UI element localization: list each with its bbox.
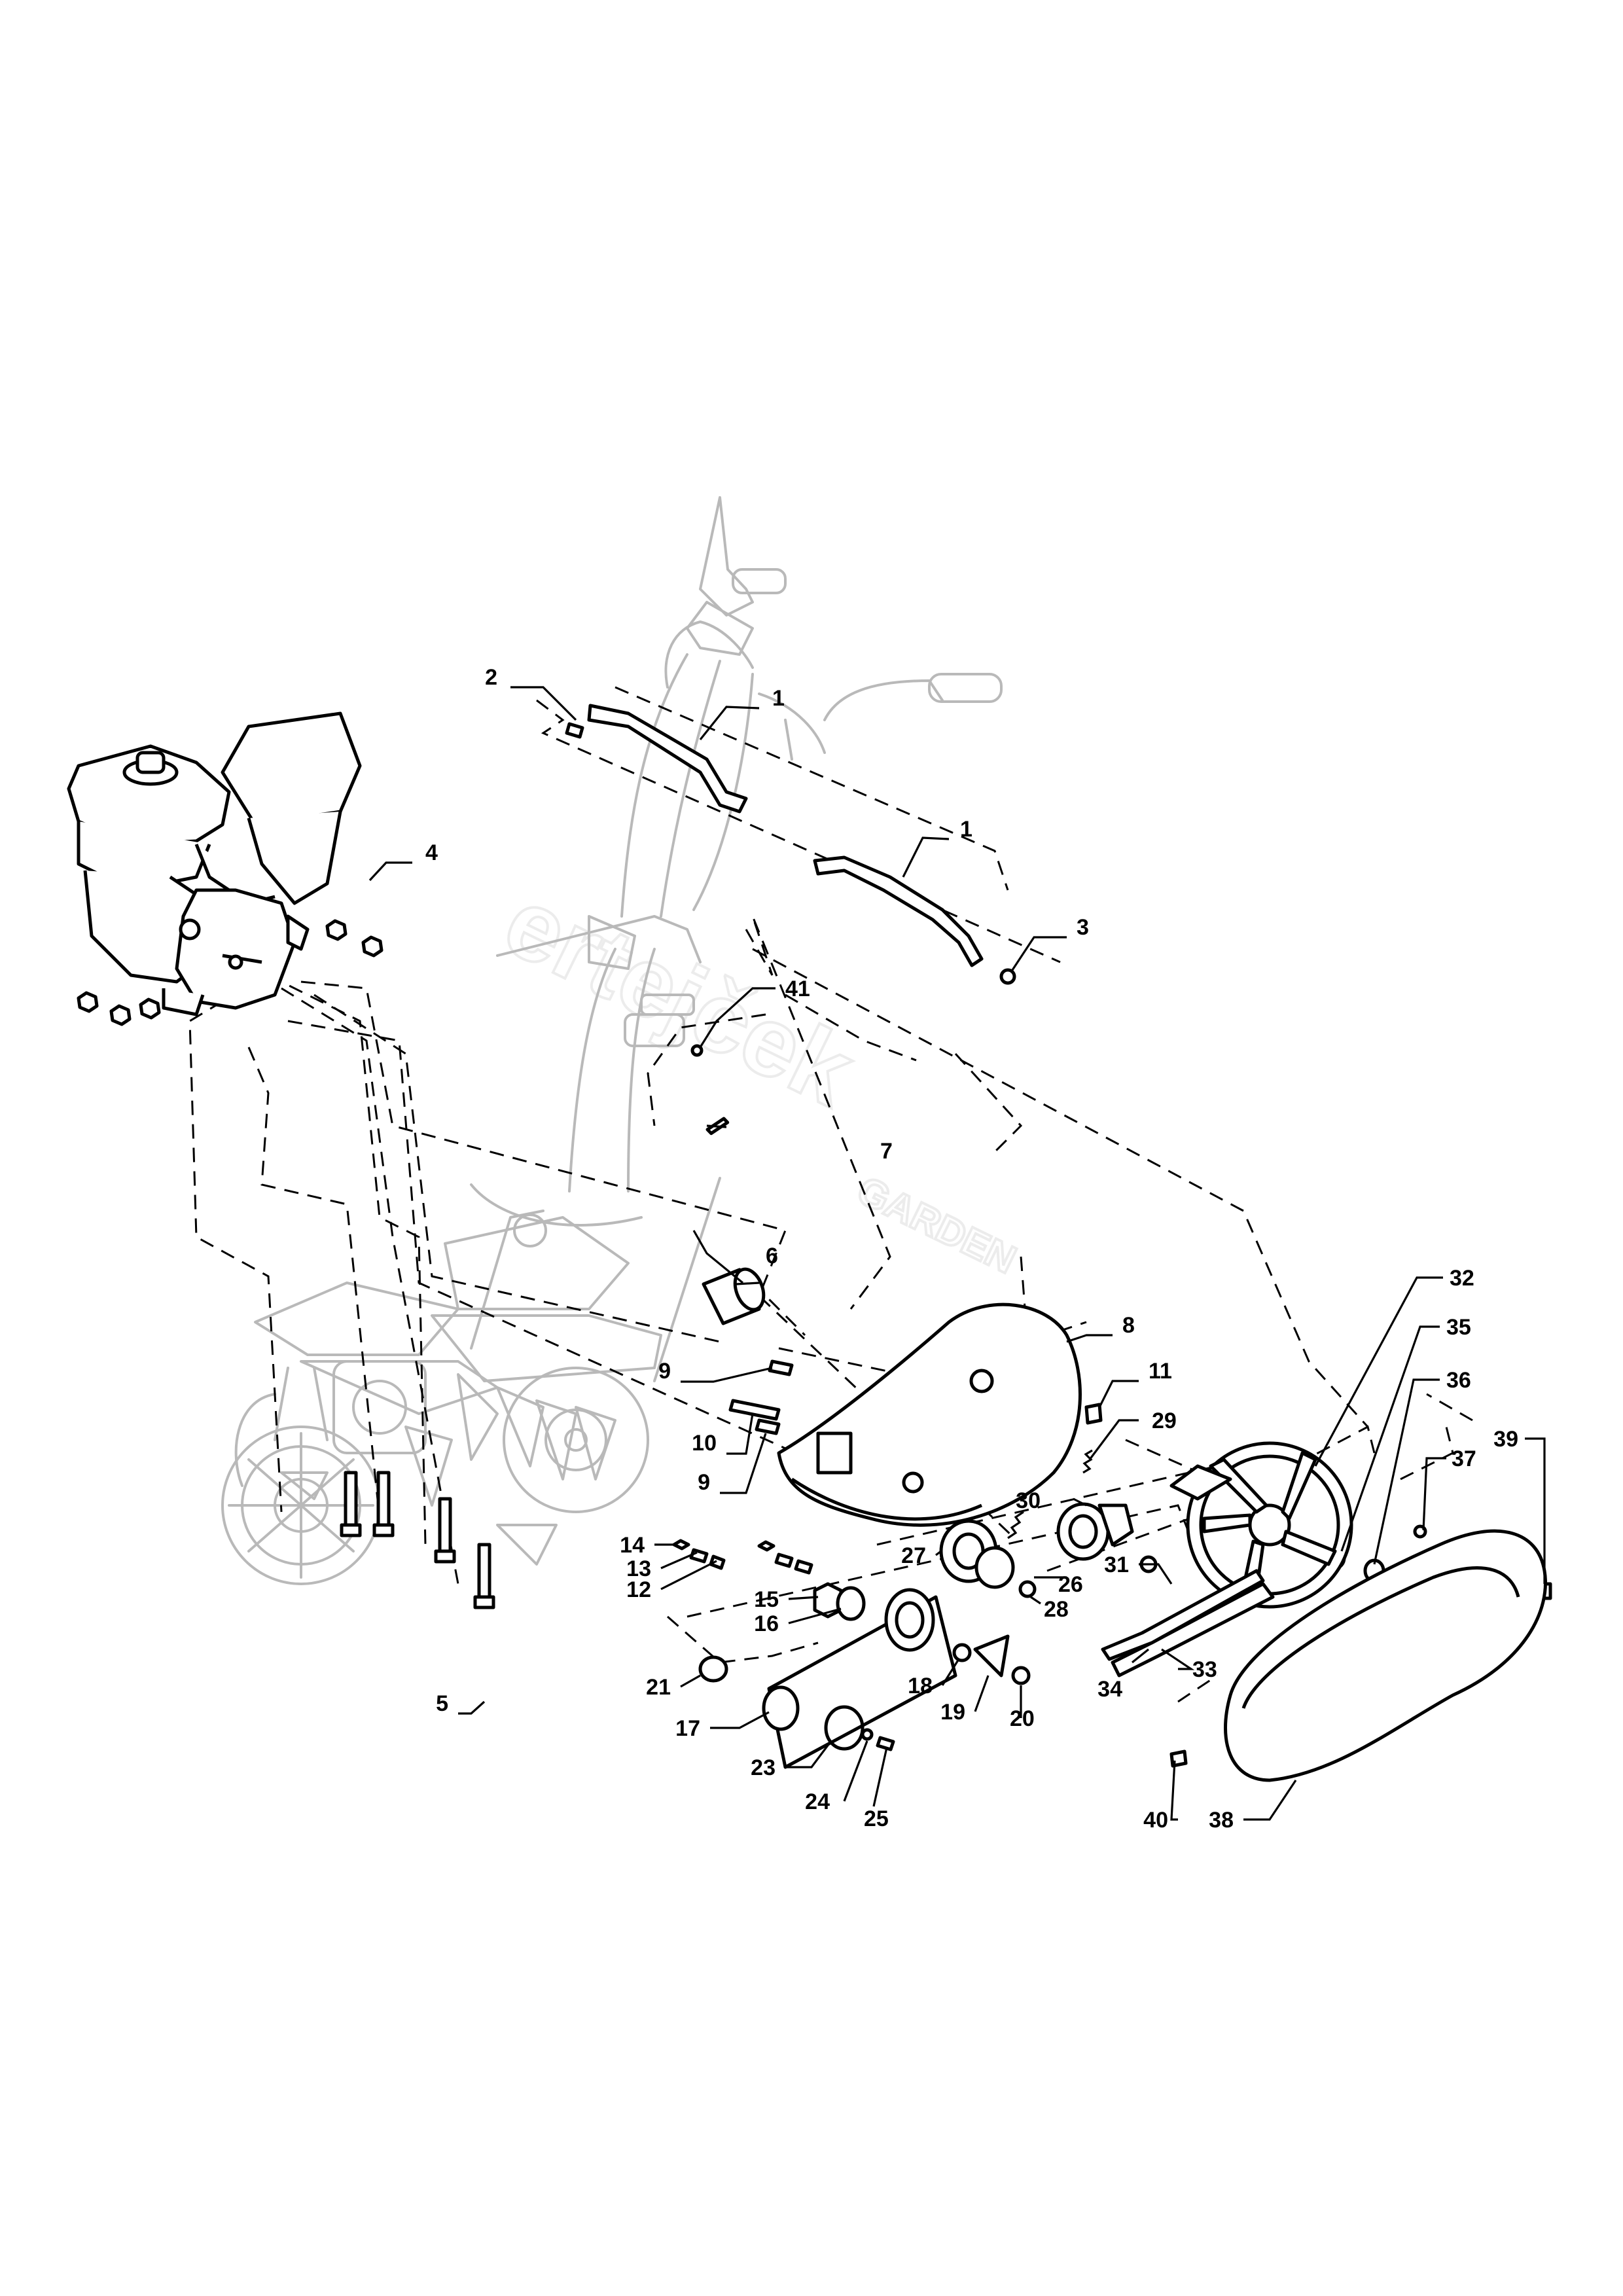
callout-2: 2 bbox=[485, 665, 497, 690]
callout-9b: 9 bbox=[698, 1470, 710, 1495]
callout-13: 13 bbox=[626, 1556, 651, 1581]
hardware bbox=[77, 722, 1552, 1768]
callout-38: 38 bbox=[1209, 1808, 1234, 1833]
callout-26: 26 bbox=[1058, 1572, 1083, 1597]
callout-15: 15 bbox=[754, 1587, 779, 1612]
callout-3: 3 bbox=[1077, 915, 1089, 940]
callout-41: 41 bbox=[785, 977, 810, 1001]
callout-34: 34 bbox=[1097, 1677, 1122, 1702]
callout-7: 7 bbox=[880, 1139, 893, 1164]
callout-12: 12 bbox=[626, 1577, 651, 1602]
callout-39: 39 bbox=[1493, 1427, 1518, 1452]
callout-17: 17 bbox=[675, 1716, 700, 1741]
callout-30: 30 bbox=[1016, 1488, 1041, 1513]
callout-9a: 9 bbox=[658, 1359, 671, 1384]
callout-24: 24 bbox=[805, 1789, 830, 1814]
callout-5: 5 bbox=[436, 1691, 448, 1716]
watermark-sub: GARDEN bbox=[851, 1168, 1023, 1282]
callout-23: 23 bbox=[751, 1755, 776, 1780]
callout-19: 19 bbox=[940, 1700, 965, 1725]
explosion-lines bbox=[188, 686, 1473, 1703]
callout-16: 16 bbox=[754, 1611, 779, 1636]
callout-14: 14 bbox=[620, 1533, 645, 1558]
engine bbox=[67, 711, 362, 1016]
callout-32: 32 bbox=[1450, 1266, 1474, 1291]
callout-8: 8 bbox=[1122, 1313, 1135, 1338]
watermark-brand: ertejček bbox=[488, 865, 870, 1127]
callout-18: 18 bbox=[908, 1674, 933, 1698]
callout-10: 10 bbox=[692, 1431, 717, 1456]
callout-4: 4 bbox=[425, 840, 438, 865]
leader-lines bbox=[368, 686, 1546, 1821]
callout-40: 40 bbox=[1143, 1808, 1168, 1833]
handlebar-brace bbox=[587, 704, 984, 967]
callout-37: 37 bbox=[1452, 1446, 1476, 1471]
callout-1b: 1 bbox=[960, 817, 972, 842]
belt-cover-inner bbox=[777, 1302, 1082, 1527]
callout-1a: 1 bbox=[772, 686, 785, 711]
callout-31: 31 bbox=[1104, 1552, 1129, 1577]
callout-28: 28 bbox=[1044, 1597, 1069, 1622]
callout-21: 21 bbox=[646, 1675, 671, 1700]
callout-20: 20 bbox=[1010, 1706, 1035, 1731]
callout-11: 11 bbox=[1149, 1359, 1172, 1384]
callout-labels: 1 1 2 3 4 5 6 7 8 9 9 10 11 12 13 14 15 … bbox=[425, 665, 1518, 1833]
callout-25: 25 bbox=[864, 1806, 889, 1831]
callout-6: 6 bbox=[766, 1244, 778, 1268]
callout-29: 29 bbox=[1152, 1408, 1177, 1433]
callout-35: 35 bbox=[1446, 1315, 1471, 1340]
callout-33: 33 bbox=[1192, 1657, 1217, 1682]
callout-27: 27 bbox=[901, 1543, 926, 1568]
callout-36: 36 bbox=[1446, 1368, 1471, 1393]
belt-cover-outer bbox=[1224, 1529, 1547, 1782]
pulleys-and-gears bbox=[762, 1441, 1353, 1769]
